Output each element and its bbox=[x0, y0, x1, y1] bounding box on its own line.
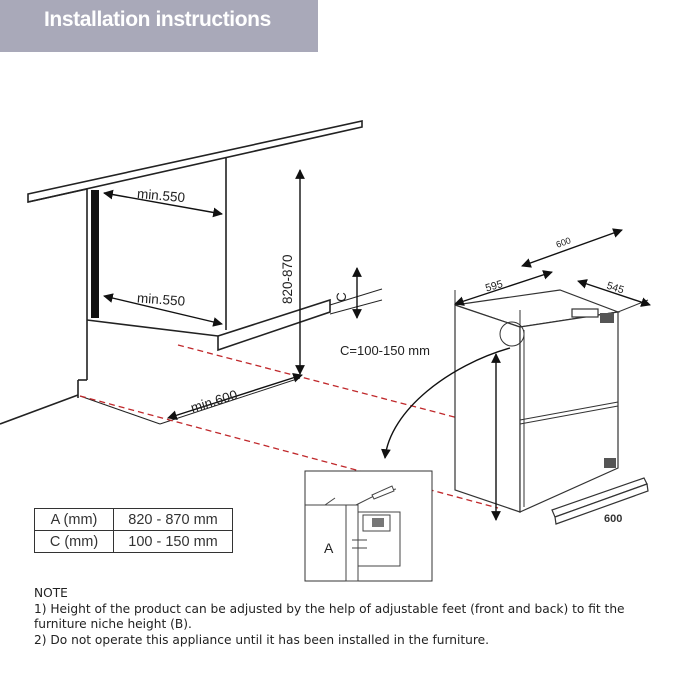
plinth-shelf bbox=[217, 298, 331, 352]
top-bracket bbox=[571, 308, 599, 318]
dashed-line-upper bbox=[177, 344, 513, 433]
c-label: C bbox=[334, 292, 349, 302]
ext-line-3 bbox=[617, 299, 649, 313]
width-arrow-top bbox=[103, 189, 223, 218]
table-row: C (mm) 100 - 150 mm bbox=[34, 530, 233, 553]
countertop-edge bbox=[27, 188, 88, 203]
niche-height-label: 820-870 bbox=[280, 254, 295, 304]
detail-label: A bbox=[324, 540, 334, 556]
kickplate-width-label: 600 bbox=[604, 513, 622, 525]
detail-ledge bbox=[324, 497, 336, 506]
furniture-niche bbox=[0, 120, 383, 425]
page-title: Installation instructions bbox=[44, 8, 271, 31]
note-item: 1) Height of the product can be adjusted… bbox=[34, 601, 625, 632]
table-cell-key: A (mm) bbox=[34, 508, 114, 531]
table-cell-key: C (mm) bbox=[34, 530, 114, 553]
notes-title: NOTE bbox=[34, 586, 68, 600]
dimensions-table: A (mm) 820 - 870 mm C (mm) 100 - 150 mm bbox=[34, 508, 233, 553]
floor-line bbox=[0, 394, 79, 425]
hinge-top bbox=[600, 313, 614, 323]
width-600-arrow bbox=[521, 228, 623, 268]
min-depth-label: min.600 bbox=[189, 387, 239, 415]
header-band bbox=[0, 0, 318, 52]
table-cell-value: 100 - 150 mm bbox=[113, 530, 233, 553]
min-width-bottom-label: min.550 bbox=[137, 290, 186, 308]
appliance-front bbox=[519, 311, 619, 513]
niche-dimensions bbox=[103, 169, 362, 420]
table-row: A (mm) 820 - 870 mm bbox=[34, 508, 233, 531]
door-split-line-2 bbox=[519, 405, 619, 425]
depth-545-arrow bbox=[577, 279, 651, 307]
kickplate bbox=[551, 477, 649, 525]
niche-floor-back bbox=[86, 319, 219, 337]
dashed-line-lower bbox=[79, 395, 499, 509]
hinge-bottom bbox=[604, 458, 616, 468]
appliance bbox=[454, 289, 649, 513]
depth-595-arrow bbox=[454, 270, 553, 306]
min-width-top-label: min.550 bbox=[136, 186, 185, 205]
detail-panel-edge bbox=[345, 504, 359, 582]
c-range-label: C=100-150 mm bbox=[340, 343, 430, 358]
countertop bbox=[27, 120, 363, 203]
note-item: 2) Do not operate this appliance until i… bbox=[34, 632, 489, 647]
width-arrow-bottom bbox=[103, 293, 223, 327]
unit-depth-label: 595 bbox=[484, 278, 504, 294]
detail-pointer-arrow bbox=[381, 347, 511, 459]
appliance-side bbox=[454, 304, 521, 513]
detail-hinge-pin bbox=[372, 518, 384, 527]
notes-section: NOTE 1) Height of the product can be adj… bbox=[34, 586, 674, 648]
alignment-lines bbox=[79, 344, 513, 509]
unit-width-label: 600 bbox=[555, 235, 573, 250]
detail-box: A bbox=[304, 470, 433, 582]
depth-arrow bbox=[167, 373, 303, 420]
niche-back-post bbox=[91, 190, 99, 318]
appliance-dimensions bbox=[454, 228, 651, 521]
door-split-line bbox=[519, 401, 619, 421]
detail-circle bbox=[499, 321, 525, 347]
floor-depth-line bbox=[79, 395, 161, 425]
table-cell-value: 820 - 870 mm bbox=[113, 508, 233, 531]
kickplate-face bbox=[554, 483, 649, 525]
unit-depth-open-label: 545 bbox=[605, 280, 626, 297]
detail-screw bbox=[371, 485, 395, 500]
